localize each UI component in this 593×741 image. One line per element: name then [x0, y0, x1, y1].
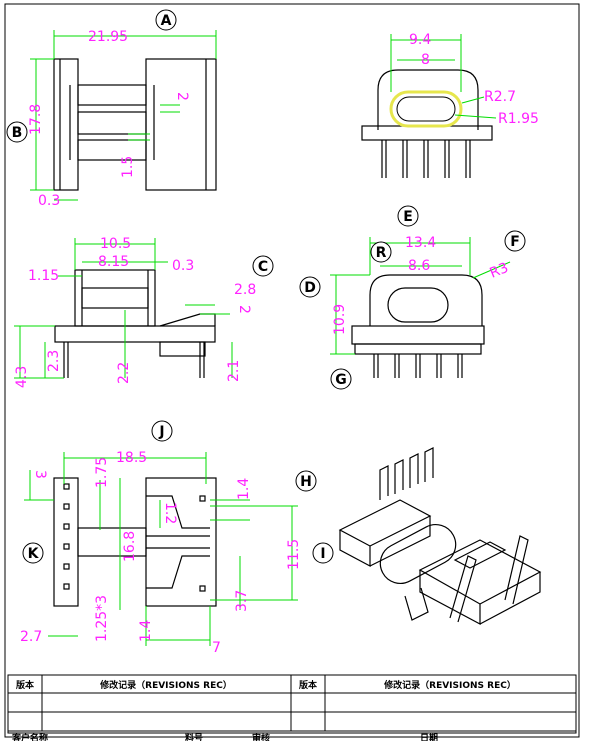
dim-j-right-top: 1.4 — [236, 478, 252, 500]
dim-r-w-outer: 13.4 — [405, 235, 436, 251]
dim-a-gap: 2 — [174, 92, 190, 101]
label-b: B — [6, 121, 28, 143]
label-f: F — [504, 230, 526, 252]
dim-c-pin-b: 2.2 — [116, 362, 132, 384]
dim-j-pins: 1.25*3 — [94, 595, 110, 642]
dim-top-w-inner: 8 — [421, 52, 430, 68]
dim-j-slot: 1.2 — [162, 502, 178, 524]
dim-j-left-bottom: 2.7 — [20, 629, 42, 645]
dim-j-width: 18.5 — [116, 450, 147, 466]
view-a: 21.95 17.8 2 1.5 0.3 — [28, 29, 217, 209]
col-version-2: 版本 — [298, 679, 318, 691]
view-j: 18.5 3 1.75 1.2 1.4 16.8 11.5 1.25*3 3.7… — [20, 450, 302, 656]
svg-text:D: D — [304, 280, 316, 296]
view-i — [338, 447, 542, 625]
footer-cell-3: 审核 — [252, 732, 270, 741]
view-c: 10.5 8.15 1.15 0.3 2.8 2 4.3 2.3 2.2 2.1 — [14, 236, 256, 388]
dim-j-center: 16.8 — [122, 531, 138, 562]
core-window-highlight — [389, 90, 463, 128]
dim-c-w-outer: 10.5 — [100, 236, 131, 252]
dim-r-w-inner: 8.6 — [408, 258, 430, 274]
label-i: I — [312, 542, 334, 564]
dim-a-height: 17.8 — [28, 104, 44, 135]
label-g: G — [330, 368, 352, 390]
dim-r-radius: R3 — [488, 260, 511, 282]
dim-top-r-outer: R2.7 — [484, 89, 516, 105]
footer-cell-2: 料号 — [185, 732, 203, 741]
svg-text:K: K — [28, 546, 40, 562]
svg-text:C: C — [258, 259, 268, 275]
svg-text:H: H — [300, 474, 312, 490]
dim-d-height: 10.9 — [332, 304, 348, 335]
dim-j-pitch: 1.75 — [94, 457, 110, 488]
label-e: E — [397, 205, 419, 227]
dim-c-pin-gap: 2 — [236, 305, 252, 314]
dim-j-top-left: 3 — [32, 470, 48, 479]
dim-c-pin-c: 2.1 — [226, 360, 242, 382]
col-version: 版本 — [15, 679, 35, 691]
svg-text:I: I — [320, 546, 325, 562]
view-labels: A B C E R F D G J H K I — [6, 9, 526, 564]
dim-c-w-inner: 8.15 — [98, 254, 129, 270]
label-j: J — [151, 420, 173, 442]
dim-top-w-outer: 9.4 — [409, 32, 431, 48]
label-k: K — [22, 542, 44, 564]
label-d: D — [299, 276, 321, 298]
label-h: H — [295, 470, 317, 492]
dim-c-pin-off: 2.8 — [234, 282, 256, 298]
svg-text:E: E — [403, 209, 413, 225]
dim-top-r-inner: R1.95 — [498, 111, 539, 127]
svg-text:J: J — [158, 424, 164, 440]
dim-c-left-step: 1.15 — [28, 268, 59, 284]
footer-cell-4: 日期 — [420, 732, 438, 741]
col-record-2: 修改记录（REVISIONS REC） — [383, 679, 516, 691]
sheet-border — [4, 3, 580, 738]
dim-j-right-h: 11.5 — [286, 539, 302, 570]
dim-a-slot: 1.5 — [120, 156, 136, 178]
dim-j-right-bottom: 3.7 — [234, 590, 250, 612]
dim-c-right-step: 0.3 — [172, 258, 194, 274]
label-c: C — [252, 255, 274, 277]
revisions-table: 版本 修改记录（REVISIONS REC） 版本 修改记录（REVISIONS… — [7, 674, 577, 741]
dim-c-base-h: 4.3 — [14, 366, 30, 388]
dim-c-pin-a: 2.3 — [46, 350, 62, 372]
dim-j-bottom-a: 1.4 — [138, 620, 154, 642]
col-record: 修改记录（REVISIONS REC） — [99, 679, 232, 691]
label-r: R — [370, 241, 392, 263]
dim-j-bottom-b: 7 — [212, 640, 221, 656]
svg-text:F: F — [510, 234, 520, 250]
svg-text:R: R — [376, 245, 387, 261]
view-top-right: 9.4 8 R2.7 R1.95 — [361, 32, 539, 178]
dim-a-flange: 0.3 — [38, 193, 60, 209]
dim-a-width: 21.95 — [88, 29, 128, 45]
view-e: 13.4 8.6 R3 10.9 — [330, 235, 511, 378]
svg-text:G: G — [335, 372, 347, 388]
svg-text:A: A — [161, 13, 172, 29]
svg-text:B: B — [12, 125, 23, 141]
label-a: A — [155, 9, 177, 31]
footer-cell-1: 客户名称 — [11, 732, 48, 741]
